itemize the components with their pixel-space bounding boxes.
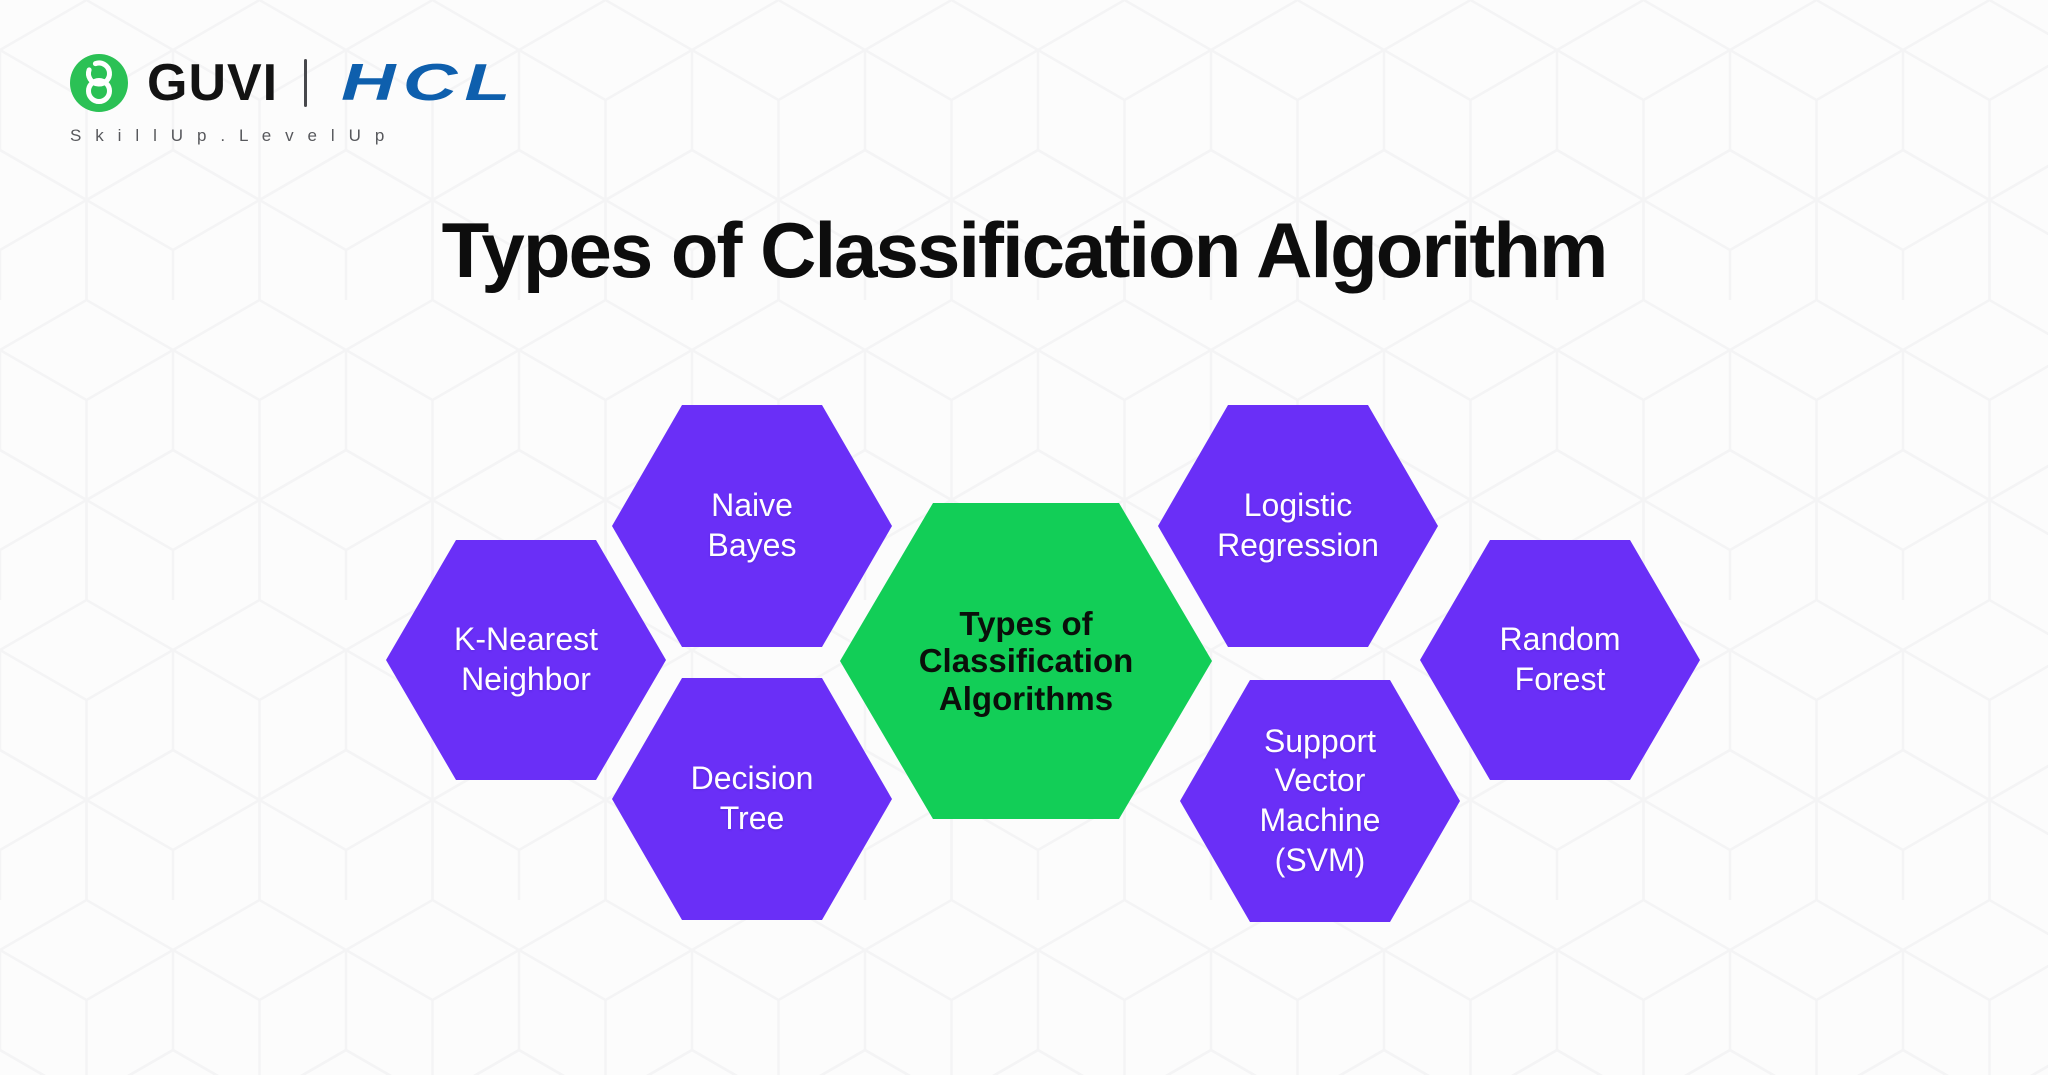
brand-logo: GUVI HCL	[70, 52, 511, 114]
hexagon-center-types-of-classification-algorithms: Types of Classification Algorithms	[840, 503, 1212, 819]
logo-divider	[304, 59, 308, 107]
hexagon-label: Naive Bayes	[707, 487, 797, 563]
page-title: Types of Classification Algorithm	[441, 206, 1609, 294]
brand-tagline: S k i l l U p . L e v e l U p	[70, 126, 389, 145]
hexagon-decision-tree: Decision Tree	[612, 678, 892, 920]
hcl-wordmark: HCL	[341, 54, 518, 112]
hexagon-label: Random Forest	[1499, 621, 1621, 697]
hexagon-naive-bayes: Naive Bayes	[612, 405, 892, 647]
hexagon-label: K-Nearest Neighbor	[453, 621, 599, 697]
guvi-logo-icon	[70, 54, 128, 112]
guvi-wordmark: GUVI	[147, 54, 279, 112]
hexagon-center-label: Types of Classification Algorithms	[918, 605, 1134, 717]
hexagon-label: Decision Tree	[690, 760, 814, 836]
hexagon-label: Support Vector Machine (SVM)	[1259, 722, 1381, 878]
hexagon-label: Logistic Regression	[1217, 487, 1379, 563]
